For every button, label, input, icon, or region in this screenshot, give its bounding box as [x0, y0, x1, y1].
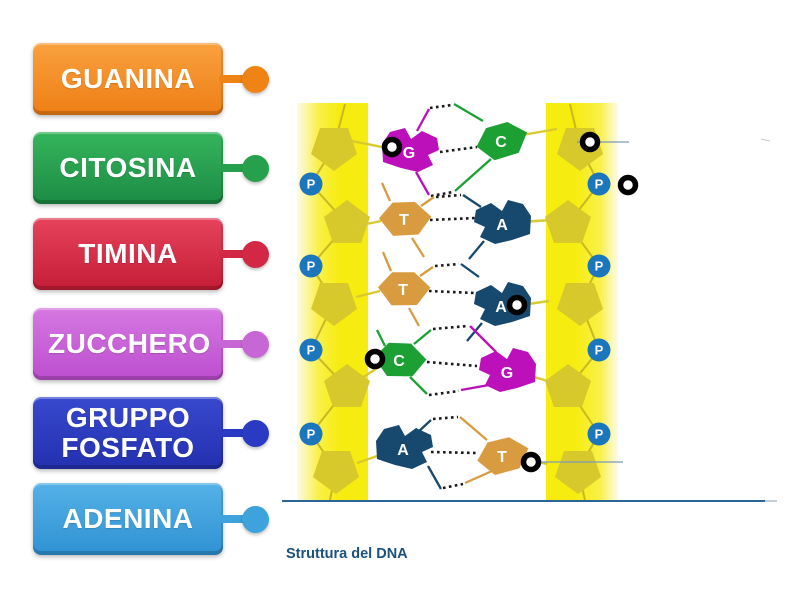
label-pin-dot — [242, 65, 269, 93]
phosphate-letter: P — [595, 177, 604, 192]
label-card-gruppo-fosfato[interactable]: GRUPPO FOSFATO — [33, 397, 269, 469]
label-pin-dot — [242, 330, 269, 358]
phosphate-letter: P — [307, 343, 316, 358]
label-text: CITOSINA — [59, 151, 197, 183]
phosphate-letter: P — [595, 427, 604, 442]
base-adenine-shape — [474, 200, 531, 244]
sugar-pentagons — [311, 128, 603, 494]
phosphate-nodes: P P P P P P P P — [299, 172, 611, 446]
answer-marker-phosphate[interactable] — [617, 174, 639, 196]
label-card-guanina[interactable]: GUANINA — [33, 43, 269, 115]
base-letter: C — [495, 134, 507, 151]
base-cytosine-shape — [374, 342, 427, 377]
phosphate-letter: P — [595, 259, 604, 274]
hydrogen-bonds — [375, 103, 497, 490]
answer-marker-adenine[interactable] — [506, 294, 528, 316]
phosphate-letter: P — [307, 259, 316, 274]
answer-marker-sugar[interactable] — [579, 131, 601, 153]
base-thymine-shape — [377, 272, 431, 306]
label-pin-stem — [219, 250, 247, 258]
label-pin-stem — [219, 75, 247, 83]
base-adenine-shape — [376, 425, 433, 469]
label-text: ZUCCHERO — [48, 327, 211, 359]
label-pin-stem — [219, 340, 247, 348]
phosphate-letter: P — [307, 177, 316, 192]
base-thymine-shape — [378, 201, 432, 236]
base-cytosine-shape — [476, 122, 528, 161]
diagram-caption: Struttura del DNA — [286, 546, 408, 562]
label-card-adenina[interactable]: ADENINA — [33, 483, 269, 555]
answer-marker-thymine[interactable] — [520, 451, 542, 473]
base-guanine-shape — [479, 348, 536, 392]
phosphate-letter: P — [595, 343, 604, 358]
base-letter: G — [501, 365, 513, 382]
label-card-zucchero[interactable]: ZUCCHERO — [33, 308, 269, 380]
label-text: ADENINA — [62, 502, 194, 534]
label-pin-stem — [219, 164, 247, 172]
base-letter: A — [495, 299, 507, 316]
base-letter: G — [403, 145, 415, 162]
label-pin-dot — [242, 154, 269, 182]
label-pin-stem — [219, 515, 247, 523]
label-pin-dot — [242, 505, 269, 533]
label-text: GRUPPO FOSFATO — [61, 401, 195, 463]
base-letter: T — [399, 212, 409, 229]
phosphate-letter: P — [307, 427, 316, 442]
label-pin-stem — [219, 429, 247, 437]
leader-line-remnant — [760, 138, 771, 142]
base-letter: A — [496, 217, 508, 234]
label-pin-dot — [242, 240, 269, 268]
base-letter: T — [398, 282, 408, 299]
label-card-timina[interactable]: TIMINA — [33, 218, 269, 290]
answer-marker-cytosine[interactable] — [364, 348, 386, 370]
base-letter: T — [497, 449, 507, 466]
base-letter: C — [393, 353, 405, 370]
answer-marker-guanine[interactable] — [381, 136, 403, 158]
base-thymine-shape — [477, 437, 529, 475]
label-text: GUANINA — [60, 62, 196, 94]
label-text: TIMINA — [78, 237, 178, 269]
label-pin-dot — [242, 419, 269, 447]
base-letter: A — [397, 442, 409, 459]
label-card-citosina[interactable]: CITOSINA — [33, 132, 269, 204]
